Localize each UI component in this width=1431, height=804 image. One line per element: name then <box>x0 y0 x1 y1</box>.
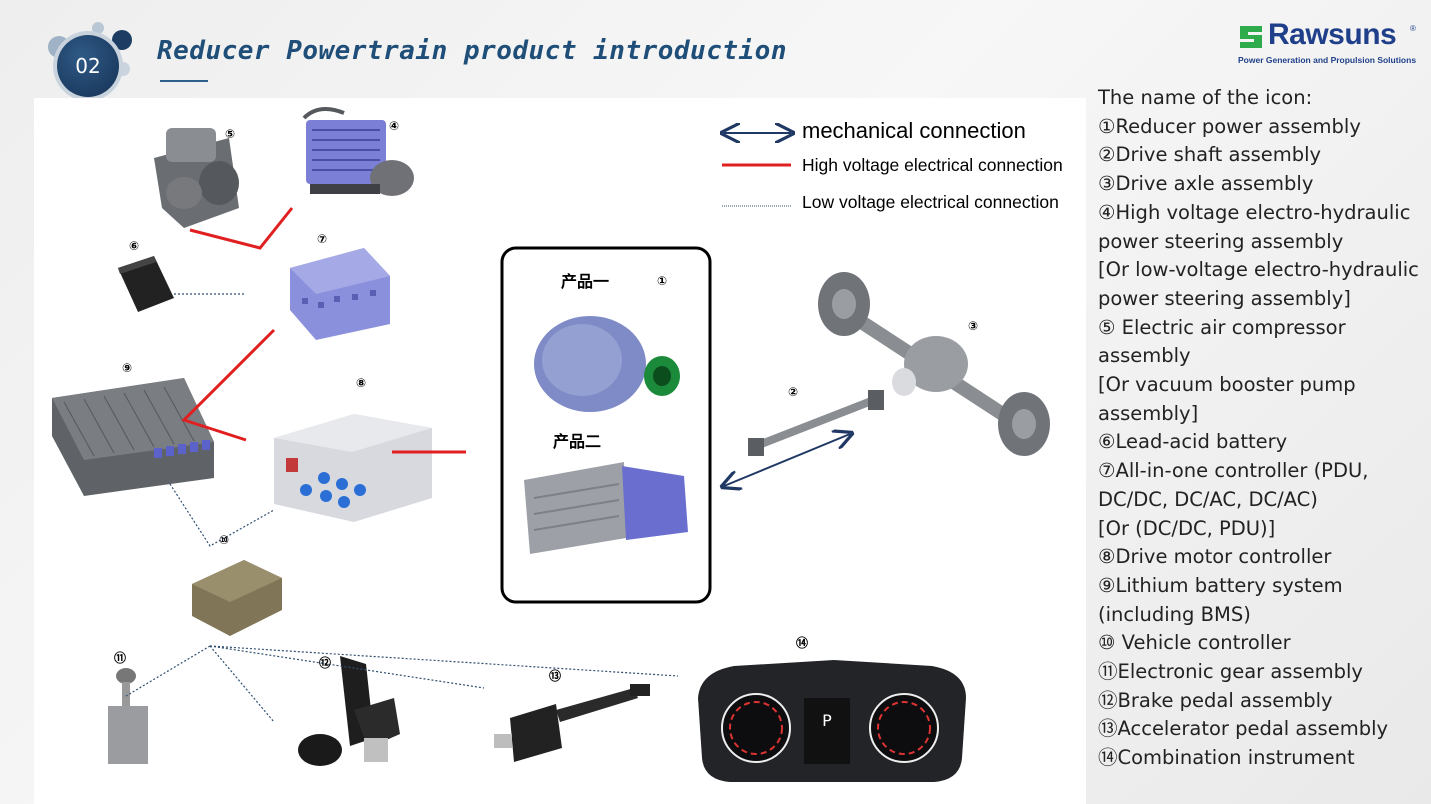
low-voltage-connections <box>125 293 679 723</box>
icon-list-item: ①Reducer power assembly <box>1098 114 1361 138</box>
drive-shaft-assembly <box>748 390 884 456</box>
reducer-product-two <box>524 462 688 554</box>
icon-list-item: ⑫Brake pedal assembly <box>1098 688 1333 712</box>
page-title: Reducer Powertrain product introduction <box>157 36 787 66</box>
label-component-13: ⑬ <box>549 668 561 683</box>
label-component-7: ⑦ <box>317 232 327 246</box>
label-component-1: ① <box>657 274 667 288</box>
decor-bubble <box>116 62 130 76</box>
icon-list-item: ②Drive shaft assembly <box>1098 143 1322 167</box>
label-component-10: ⑩ <box>219 533 229 547</box>
icon-list-item: [Or vacuum booster pump assembly] <box>1098 373 1356 425</box>
all-in-one-controller <box>290 248 390 340</box>
electronic-gear-assembly <box>108 668 148 764</box>
power-steering-assembly <box>302 107 414 196</box>
decor-bubble <box>92 22 104 34</box>
logo-brand: Rawsuns <box>1268 18 1397 51</box>
icon-list-heading: The name of the icon: <box>1098 86 1313 109</box>
label-component-5: ⑤ <box>225 127 235 141</box>
icon-list-item: ⑨Lithium battery system (including BMS) <box>1098 573 1343 626</box>
mechanical-connection-arrow <box>724 434 850 486</box>
vehicle-controller <box>192 560 282 636</box>
icon-list-item: ⑦All-in-one controller (PDU, DC/DC, DC/A… <box>1098 459 1369 511</box>
label-component-12: ⑫ <box>319 655 331 670</box>
powertrain-diagram: P ① ② ③ ④ ⑤ ⑥ ⑦ ⑧ ⑨ ⑩ ⑪ ⑫ ⑬ ⑭ <box>34 98 1086 804</box>
section-number-badge: 02 <box>57 35 119 97</box>
lithium-battery-system <box>52 378 214 496</box>
accelerator-pedal-assembly <box>494 684 650 762</box>
label-component-14: ⑭ <box>796 635 808 650</box>
product-one-label: 产品一 <box>561 272 610 291</box>
icon-list-item: ⑥Lead-acid battery <box>1098 430 1288 454</box>
label-component-3: ③ <box>968 319 978 333</box>
title-underline <box>160 80 208 82</box>
icon-list-item: ③Drive axle assembly <box>1098 172 1314 196</box>
icon-list-item: ⑤ Electric air compressor assembly <box>1098 315 1346 368</box>
drive-motor-controller <box>274 414 432 522</box>
logo-registered-mark: ® <box>1410 24 1416 33</box>
logo-tagline: Power Generation and Propulsion Solution… <box>1238 55 1417 65</box>
brake-pedal-assembly <box>298 656 400 766</box>
legend-mechanical-label: mechanical connection <box>802 118 1026 143</box>
icon-list-item: [Or (DC/DC, PDU)] <box>1098 516 1276 540</box>
label-component-6: ⑥ <box>129 239 139 253</box>
label-component-2: ② <box>788 385 798 399</box>
company-logo: Rawsuns ® Power Generation and Propulsio… <box>1236 18 1418 68</box>
icon-list-item: ⑭Combination instrument <box>1098 746 1355 770</box>
combination-instrument: P <box>698 660 966 782</box>
label-component-4: ④ <box>389 119 399 133</box>
high-voltage-connections <box>181 207 466 454</box>
icon-list-item: ④High voltage electro-hydraulic power st… <box>1098 200 1411 253</box>
reducer-product-one <box>534 316 680 412</box>
decor-bubble <box>112 30 132 50</box>
label-component-9: ⑨ <box>122 361 132 375</box>
lead-acid-battery <box>118 256 174 312</box>
icon-list-item: ⑪Electronic gear assembly <box>1098 660 1363 684</box>
product-box <box>500 246 712 604</box>
logo-mark-icon <box>1240 26 1262 48</box>
drive-axle-assembly <box>818 272 1050 456</box>
label-component-8: ⑧ <box>356 376 366 390</box>
icon-list-item: [Or low-voltage electro-hydraulic power … <box>1098 258 1419 310</box>
label-component-11: ⑪ <box>114 650 126 665</box>
icon-list-item: ⑩ Vehicle controller <box>1098 631 1291 655</box>
electric-air-compressor <box>154 128 239 228</box>
icon-list-item: ⑧Drive motor controller <box>1098 545 1332 569</box>
instrument-gear-indicator: P <box>822 711 832 730</box>
icon-name-list: The name of the icon: ①Reducer power ass… <box>1098 84 1428 773</box>
legend-high-voltage-label: High voltage electrical connection <box>802 155 1063 175</box>
product-two-label: 产品二 <box>553 432 602 451</box>
legend-low-voltage-label: Low voltage electrical connection <box>802 192 1059 212</box>
icon-list-item: ⑬Accelerator pedal assembly <box>1098 717 1389 741</box>
diagram-canvas: P ① ② ③ ④ ⑤ ⑥ ⑦ ⑧ ⑨ ⑩ ⑪ ⑫ ⑬ ⑭ <box>52 107 1050 782</box>
